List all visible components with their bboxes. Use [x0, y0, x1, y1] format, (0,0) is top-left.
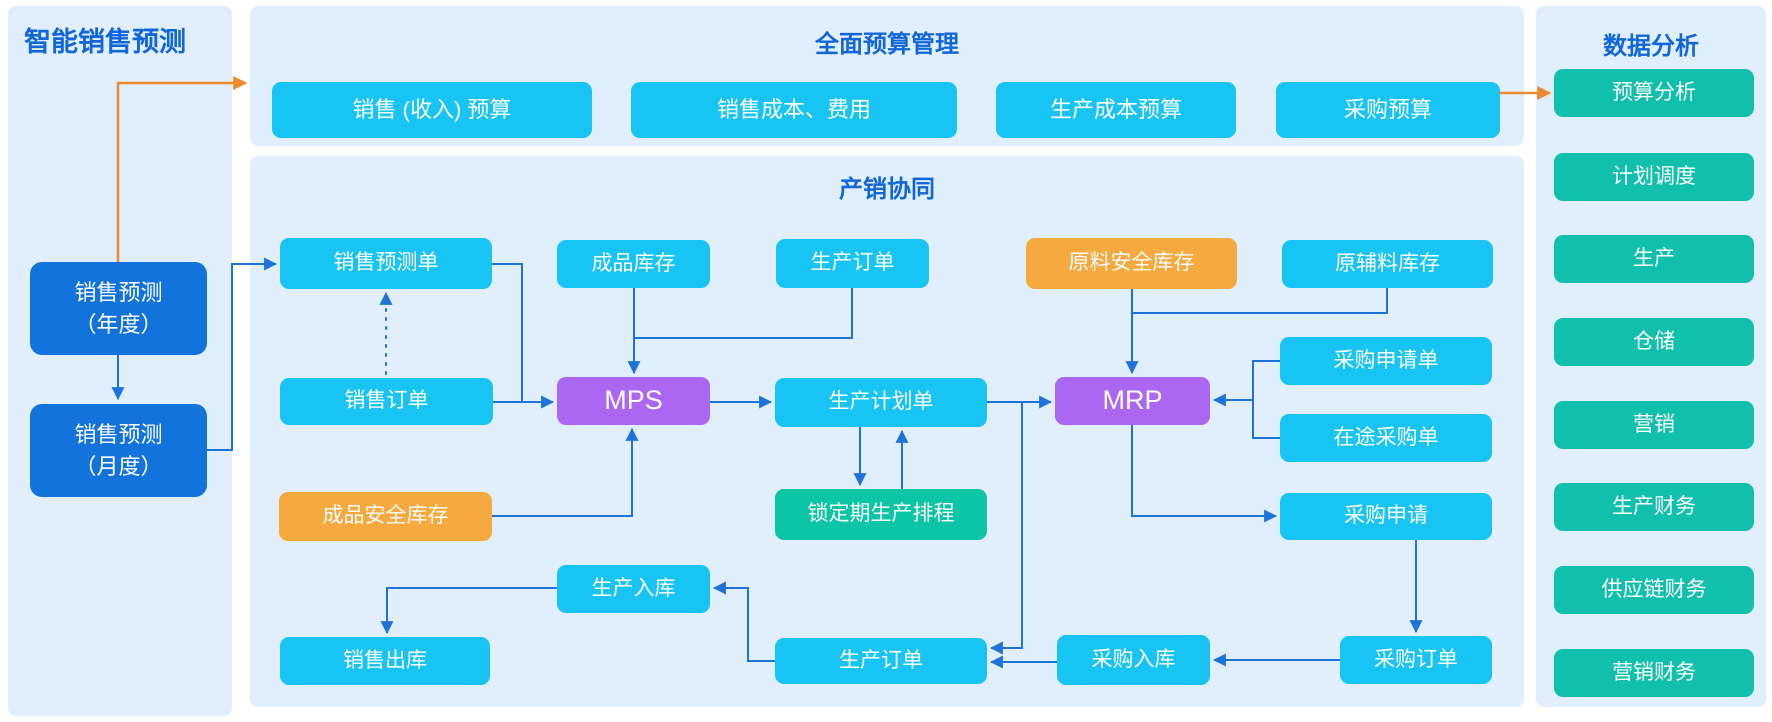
node-sales-outbound: 销售出库 [280, 637, 490, 685]
edge-production-order-bottom-to-production-inbound [712, 581, 775, 662]
edge-purchase-orders-bracket [1252, 360, 1280, 439]
node-finished-safety-stock: 成品安全库存 [279, 492, 492, 541]
node-production-plan-order: 生产计划单 [775, 378, 987, 427]
node-sales-forecast-order: 销售预测单 [280, 238, 492, 289]
analysis-panel-title: 数据分析 [1603, 33, 1699, 60]
node-warehousing: 仓储 [1554, 318, 1754, 366]
edge-production-plan-to-production-order-bottom [989, 402, 1023, 655]
node-production-inbound: 生产入库 [557, 565, 710, 613]
edge-mrp-to-purchase-request [1131, 425, 1278, 523]
node-production-order-top: 生产订单 [776, 239, 929, 288]
node-sales-order: 销售订单 [280, 378, 493, 425]
node-purchase-budget: 采购预算 [1276, 82, 1500, 138]
node-locked-schedule: 锁定期生产排程 [775, 489, 987, 540]
edge-raw-aux-inventory-branch [1133, 288, 1388, 314]
node-production-finance: 生产财务 [1554, 483, 1754, 531]
node-production-cost-budget: 生产成本预算 [996, 82, 1236, 138]
collaboration-panel-title: 产销协同 [839, 176, 935, 203]
node-purchase-request-order: 采购申请单 [1280, 337, 1492, 385]
node-raw-aux-inventory: 原辅料库存 [1282, 240, 1493, 288]
node-monthly-forecast: 销售预测 （月度） [30, 404, 207, 497]
node-purchase-order: 采购订单 [1340, 636, 1492, 684]
node-annual-forecast: 销售预测 （年度） [30, 262, 207, 355]
edge-production-order-top-branch [634, 288, 853, 339]
node-material-safety-stock: 原料安全库存 [1026, 238, 1237, 289]
node-plan-scheduling: 计划调度 [1554, 153, 1754, 201]
edge-annual-forecast-to-budget [116, 76, 248, 262]
forecast-panel-title: 智能销售预测 [24, 27, 186, 57]
node-purchase-request: 采购申请 [1280, 493, 1492, 540]
node-mps: MPS [557, 377, 710, 425]
node-marketing-finance: 营销财务 [1554, 649, 1754, 697]
node-production-order-bottom: 生产订单 [775, 638, 987, 684]
node-purchase-inbound: 采购入库 [1057, 635, 1210, 685]
node-finished-inventory: 成品库存 [557, 240, 710, 288]
edge-production-inbound-to-sales-outbound [380, 587, 557, 635]
node-transit-purchase-order: 在途采购单 [1280, 414, 1492, 462]
node-marketing: 营销 [1554, 401, 1754, 449]
node-mrp: MRP [1055, 377, 1210, 425]
budget-panel-title: 全面预算管理 [815, 31, 959, 58]
node-supply-chain-finance: 供应链财务 [1554, 566, 1754, 614]
edge-finished-safety-stock-to-mps [492, 427, 639, 517]
node-budget-analysis: 预算分析 [1554, 69, 1754, 117]
node-sales-revenue-budget: 销售 (收入) 预算 [272, 82, 592, 138]
node-sales-cost-expense: 销售成本、费用 [631, 82, 957, 138]
panel-sales-forecast [8, 6, 232, 716]
edge-monthly-to-sales-forecast-order [207, 257, 278, 451]
node-production: 生产 [1554, 235, 1754, 283]
edge-sales-forecast-order-junction [491, 263, 523, 402]
